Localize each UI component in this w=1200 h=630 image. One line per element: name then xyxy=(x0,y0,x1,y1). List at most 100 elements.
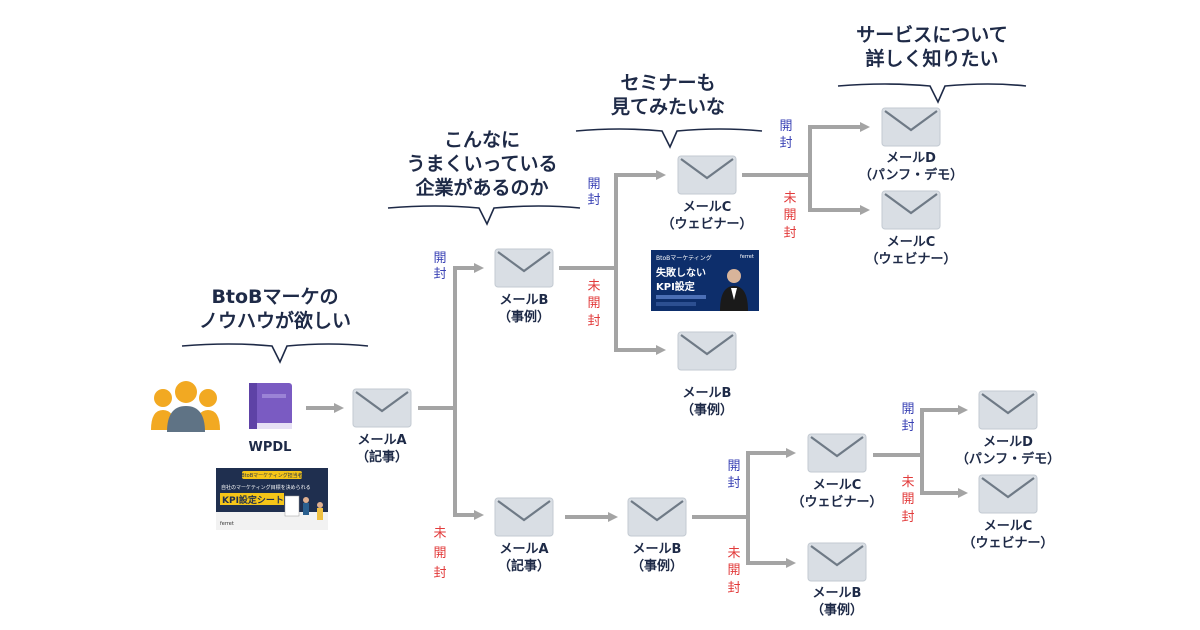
svg-text:封: 封 xyxy=(727,476,740,491)
svg-text:メールC: メールC xyxy=(813,478,862,493)
svg-text:メールC: メールC xyxy=(984,519,1033,534)
svg-text:開: 開 xyxy=(727,563,740,578)
svg-text:メールA: メールA xyxy=(499,542,548,557)
envelope-icon xyxy=(880,189,942,231)
webinar-thumbnail: BtoBマーケティング 失敗しない KPI設定 ferret xyxy=(651,250,759,311)
svg-text:封: 封 xyxy=(901,419,914,434)
speech-bubble-2: こんなに うまくいっている 企業があるのか xyxy=(387,129,581,226)
svg-text:開: 開 xyxy=(901,402,914,417)
bubble-2-line-2: うまくいっている xyxy=(406,153,557,175)
svg-text:未: 未 xyxy=(901,475,914,490)
svg-text:未: 未 xyxy=(433,526,446,541)
speech-bubble-4: サービスについて 詳しく知りたい xyxy=(837,24,1027,104)
envelope-icon xyxy=(880,106,942,148)
svg-text:封: 封 xyxy=(727,581,740,596)
svg-text:（ウェビナー）: （ウェビナー） xyxy=(962,535,1053,551)
thumb-tag: BtoBマーケティング担当者 xyxy=(241,472,302,479)
svg-text:（事例）: （事例） xyxy=(498,309,550,325)
email-node-a2: メールA （記事） xyxy=(493,496,555,574)
bubble-2-line-3: 企業があるのか xyxy=(414,176,548,199)
svg-text:（ウェビナー）: （ウェビナー） xyxy=(791,494,882,510)
svg-text:（パンフ・デモ）: （パンフ・デモ） xyxy=(956,451,1060,467)
thumb-line1: 自社のマーケティング目標を決められる xyxy=(221,484,311,491)
branch-label-unopened-3: 未 開 封 xyxy=(783,191,796,241)
envelope-icon xyxy=(676,154,738,196)
email-node-c3: メールC （ウェビナー） xyxy=(791,432,883,510)
branch-label-unopened-2: 未 開 封 xyxy=(587,279,600,329)
svg-text:封: 封 xyxy=(433,267,446,282)
svg-text:メールB: メールB xyxy=(633,542,682,557)
webinar-thumb-brand: ferret xyxy=(740,254,754,260)
envelope-icon xyxy=(676,330,738,372)
branch-label-open-4: 開 封 xyxy=(727,459,740,491)
svg-text:（記事）: （記事） xyxy=(356,449,408,465)
bubble-4-line-2: 詳しく知りたい xyxy=(865,47,998,70)
branch-label-open-2: 開 封 xyxy=(587,177,600,208)
svg-text:メールB: メールB xyxy=(500,293,549,308)
svg-text:未: 未 xyxy=(783,191,796,206)
branch-label-open-1: 開 封 xyxy=(433,251,446,282)
envelope-icon xyxy=(806,541,868,583)
email-node-c1: メールC （ウェビナー） xyxy=(661,154,753,232)
svg-text:メールA: メールA xyxy=(357,433,406,448)
email-node-b4: メールB （事例） xyxy=(806,541,868,618)
email-node-b1: メールB （事例） xyxy=(493,247,555,325)
svg-text:開: 開 xyxy=(783,208,796,223)
connectors xyxy=(306,122,968,568)
svg-text:封: 封 xyxy=(779,136,792,151)
svg-text:封: 封 xyxy=(433,566,446,581)
email-node-b3: メールB （事例） xyxy=(626,496,688,574)
email-node-d2: メールD （パンフ・デモ） xyxy=(956,389,1060,467)
email-node-c2: メールC （ウェビナー） xyxy=(865,189,957,267)
svg-text:開: 開 xyxy=(779,119,792,134)
svg-text:（パンフ・デモ）: （パンフ・デモ） xyxy=(859,167,963,183)
envelope-icon xyxy=(351,387,413,429)
email-node-b2: メールB （事例） xyxy=(676,330,738,418)
envelope-icon xyxy=(977,389,1039,431)
svg-text:（事例）: （事例） xyxy=(811,602,863,618)
webinar-thumb-title-1: 失敗しない xyxy=(656,266,706,279)
svg-text:封: 封 xyxy=(901,510,914,525)
svg-text:開: 開 xyxy=(901,492,914,507)
wpdl-label: WPDL xyxy=(249,440,292,455)
svg-text:未: 未 xyxy=(587,279,600,294)
email-node-d1: メールD （パンフ・デモ） xyxy=(859,106,963,183)
branch-label-unopened-5: 未 開 封 xyxy=(901,475,914,525)
svg-text:開: 開 xyxy=(433,546,446,561)
email-node-a1: メールA （記事） xyxy=(351,387,413,465)
svg-text:（事例）: （事例） xyxy=(681,402,733,418)
bubble-4-line-1: サービスについて xyxy=(856,24,1007,46)
svg-text:開: 開 xyxy=(587,296,600,311)
svg-text:（ウェビナー）: （ウェビナー） xyxy=(661,216,752,232)
svg-text:（ウェビナー）: （ウェビナー） xyxy=(865,251,956,267)
bubble-3-line-2: 見てみたいな xyxy=(611,96,725,118)
branch-label-unopened-4: 未 開 封 xyxy=(727,546,740,596)
svg-text:メールD: メールD xyxy=(886,151,936,166)
svg-text:封: 封 xyxy=(783,226,796,241)
envelope-icon xyxy=(493,496,555,538)
svg-text:（事例）: （事例） xyxy=(631,558,683,574)
people-icon xyxy=(151,381,220,432)
svg-text:メールC: メールC xyxy=(683,200,732,215)
bubble-1-line-2: ノウハウが欲しい xyxy=(199,309,351,332)
svg-text:開: 開 xyxy=(587,177,600,192)
svg-text:開: 開 xyxy=(727,459,740,474)
whitepaper-thumbnail: BtoBマーケティング担当者 自社のマーケティング目標を決められる KPI設定シ… xyxy=(216,468,328,530)
envelope-icon xyxy=(493,247,555,289)
bubble-2-line-1: こんなに xyxy=(444,129,520,151)
speech-bubble-3: セミナーも 見てみたいな xyxy=(575,72,763,149)
envelope-icon xyxy=(626,496,688,538)
branch-label-open-5: 開 封 xyxy=(901,402,914,434)
branch-label-open-3: 開 封 xyxy=(779,119,792,151)
svg-text:メールD: メールD xyxy=(983,435,1033,450)
svg-text:メールB: メールB xyxy=(813,586,862,601)
webinar-thumb-tag: BtoBマーケティング xyxy=(656,254,712,262)
svg-text:開: 開 xyxy=(433,251,446,266)
svg-text:メールC: メールC xyxy=(887,235,936,250)
svg-text:未: 未 xyxy=(727,546,740,561)
svg-text:封: 封 xyxy=(587,193,600,208)
svg-text:封: 封 xyxy=(587,314,600,329)
envelope-icon xyxy=(806,432,868,474)
bubble-3-line-1: セミナーも xyxy=(620,72,715,94)
svg-text:メールB: メールB xyxy=(683,386,732,401)
